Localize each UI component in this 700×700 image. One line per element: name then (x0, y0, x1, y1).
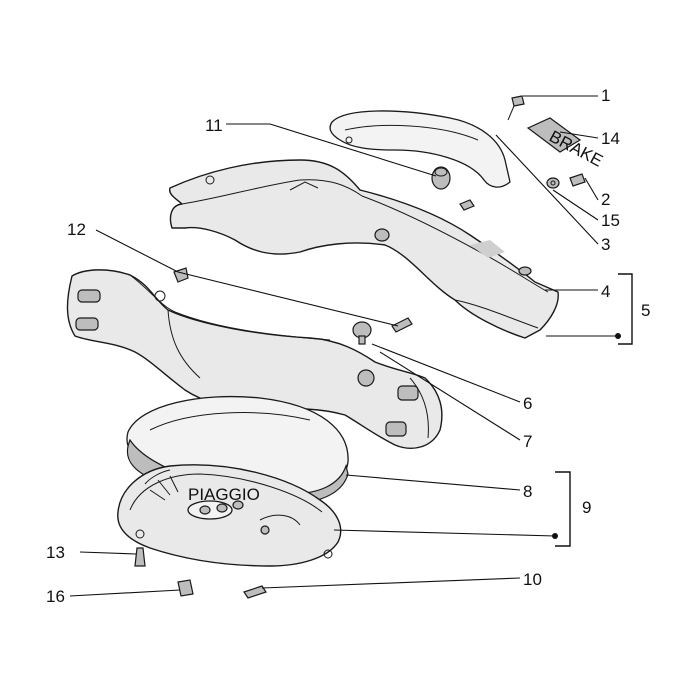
callout-1: 1 (601, 86, 610, 105)
callout-12: 12 (67, 220, 86, 239)
grommet-part-11 (431, 166, 451, 190)
callout-2: 2 (601, 190, 610, 209)
top-cover-plate (329, 110, 511, 188)
nut-part-16 (177, 579, 194, 597)
upper-handlebar-cover (168, 159, 559, 339)
lower-handlebar-cover (66, 269, 443, 449)
callout-5: 5 (641, 301, 650, 320)
callout-3: 3 (601, 235, 610, 254)
callout-13: 13 (46, 543, 65, 562)
cover-screw (459, 199, 475, 211)
callout-16: 16 (46, 587, 65, 606)
leader-lines (69, 95, 599, 597)
callout-9: 9 (582, 498, 591, 517)
callout-14: 14 (601, 129, 620, 148)
screw-part-10 (243, 585, 267, 599)
screw-part-13 (134, 547, 146, 567)
callout-10: 10 (523, 570, 542, 589)
callout-4: 4 (601, 282, 610, 301)
screw-part-12-a (173, 267, 189, 283)
screw-part-12-b (391, 317, 413, 333)
screw-part-2 (569, 173, 586, 187)
badge-part-14: BRAKE (526, 117, 606, 171)
instrument-cluster-part-9 (117, 464, 342, 567)
callout-7: 7 (523, 432, 532, 451)
callout-8: 8 (523, 482, 532, 501)
bracket-5 (546, 273, 633, 345)
washer-part-15 (546, 177, 560, 189)
callout-11: 11 (205, 116, 223, 135)
bracket-9 (333, 471, 571, 547)
dial-brand-text: PIAGGIO (188, 485, 260, 504)
knob-part-6 (352, 321, 372, 345)
callout-15: 15 (601, 211, 620, 230)
screw-part-1 (507, 95, 525, 121)
callout-6: 6 (523, 394, 532, 413)
